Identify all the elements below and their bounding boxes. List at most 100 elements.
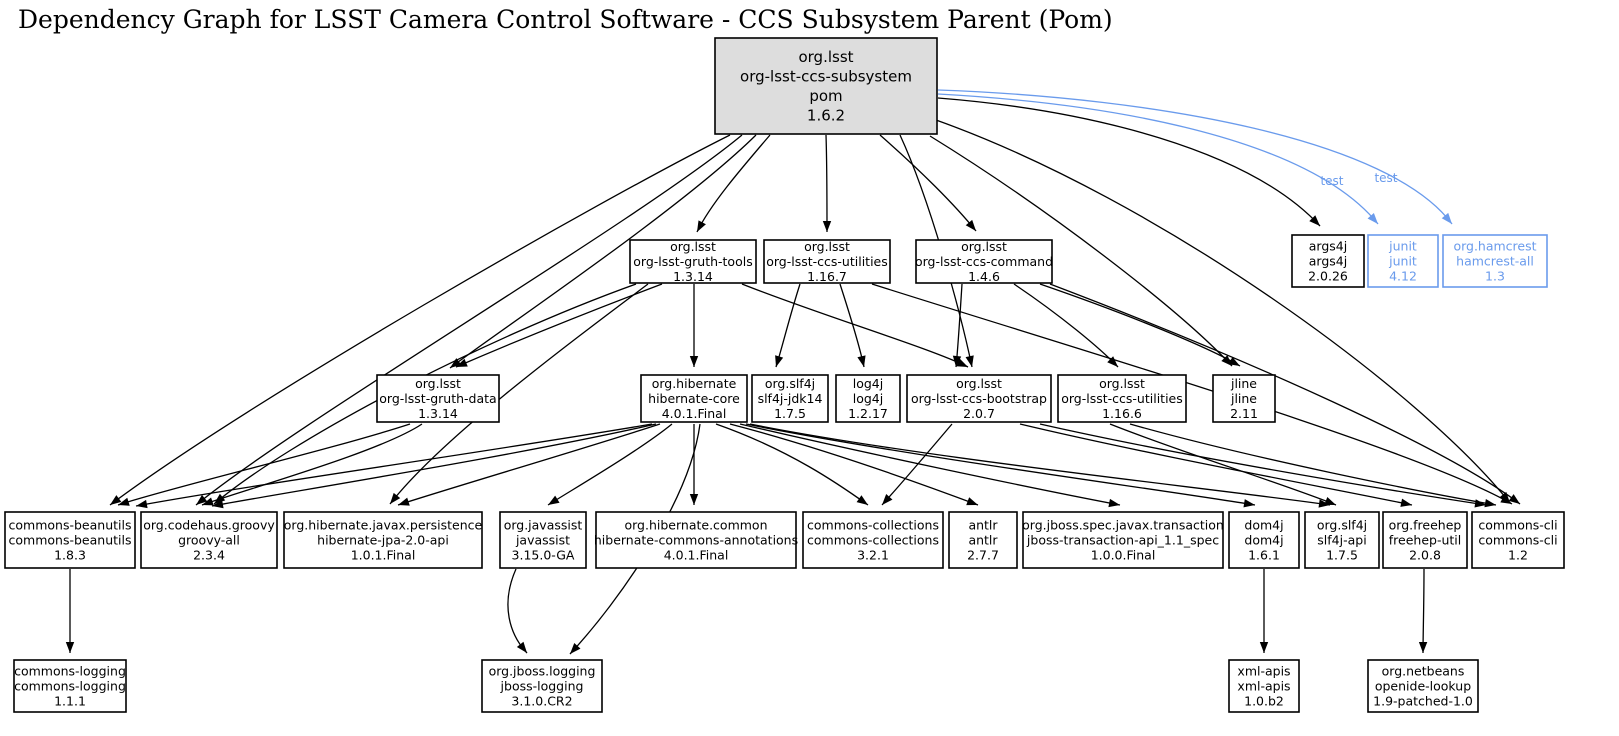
node-box-jboss-transaction[interactable]: [1022, 511, 1224, 569]
node-box-log4j[interactable]: [835, 374, 901, 423]
node-box-hamcrest[interactable]: [1442, 234, 1548, 288]
node-box-ccs-utilities-1167[interactable]: [763, 239, 891, 284]
edge-freehep-util-to-openide-lookup: [1422, 568, 1425, 654]
node-text-line: 1.3.14: [418, 406, 458, 421]
node-jboss-transaction[interactable]: org.jboss.spec.javax.transactionjboss-tr…: [1022, 511, 1224, 569]
edge-ccs-utilities-1167-to-log4j: [839, 283, 865, 368]
node-box-jboss-logging[interactable]: [481, 659, 603, 713]
node-box-freehep-util[interactable]: [1382, 511, 1468, 569]
edge-root-to-jline: [929, 135, 1233, 367]
node-box-slf4j-api[interactable]: [1304, 511, 1380, 569]
edge-label-scope: test: [1374, 171, 1397, 185]
arrowhead-root-to-commons-beanutils: [110, 495, 122, 505]
node-box-ccs-utilities-1166[interactable]: [1057, 374, 1187, 423]
node-commons-collections[interactable]: commons-collectionscommons-collections3.…: [802, 511, 944, 569]
edge-ccs-command-to-jline: [1039, 283, 1241, 367]
arrowhead-root-to-groovy-all: [196, 494, 208, 505]
node-box-gruth-data[interactable]: [376, 374, 500, 423]
page-title: Dependency Graph for LSST Camera Control…: [18, 5, 1113, 34]
node-text-line: args4j: [1309, 254, 1347, 269]
node-box-antlr[interactable]: [948, 511, 1018, 569]
node-hibernate-commons-annotations[interactable]: org.hibernate.commonhibernate-commons-an…: [594, 511, 798, 569]
node-text-line: hibernate-jpa-2.0-api: [317, 533, 449, 548]
node-text-line: xml-apis: [1237, 679, 1290, 694]
node-text-line: 1.0.b2: [1244, 694, 1284, 709]
arrowhead-ccs-utilities-1167-to-log4j: [857, 355, 866, 367]
node-box-commons-collections[interactable]: [802, 511, 944, 569]
node-hibernate-jpa[interactable]: org.hibernate.javax.persistencehibernate…: [283, 511, 483, 569]
node-box-slf4j-jdk14[interactable]: [751, 374, 829, 423]
edge-label-scope: test: [1320, 174, 1343, 188]
node-box-dom4j[interactable]: [1228, 511, 1300, 569]
node-box-xml-apis[interactable]: [1228, 659, 1300, 713]
node-box-javassist[interactable]: [499, 511, 587, 569]
node-text-line: org-lsst-gruth-data: [379, 391, 496, 406]
node-text-line: org-lsst-ccs-bootstrap: [911, 391, 1047, 406]
edge-root-to-ccs-command: [879, 134, 977, 232]
node-box-args4j[interactable]: [1291, 234, 1365, 288]
node-box-commons-logging[interactable]: [13, 659, 127, 713]
node-box-commons-beanutils[interactable]: [4, 511, 136, 569]
node-text-line: 4.0.1.Final: [664, 548, 729, 563]
node-openide-lookup[interactable]: org.netbeansopenide-lookup1.9-patched-1.…: [1367, 659, 1479, 713]
node-text-line: org.jboss.logging: [489, 663, 596, 678]
node-text-line: 1.1.1: [54, 694, 86, 709]
node-box-ccs-bootstrap[interactable]: [906, 374, 1052, 423]
node-box-hibernate-jpa[interactable]: [283, 511, 483, 569]
node-text-line: org.lsst: [798, 48, 853, 66]
node-text-line: 1.6.1: [1248, 548, 1280, 563]
node-text-line: hamcrest-all: [1456, 254, 1534, 269]
node-box-gruth-tools[interactable]: [629, 239, 757, 284]
node-text-line: hibernate-core: [648, 391, 740, 406]
arrowhead-hibernate-core-to-javassist: [548, 495, 560, 505]
node-box-openide-lookup[interactable]: [1367, 659, 1479, 713]
node-text-line: 2.0.8: [1409, 548, 1441, 563]
node-text-line: slf4j-api: [1317, 533, 1366, 548]
node-box-hibernate-commons-annotations[interactable]: [595, 511, 797, 569]
node-box-ccs-command[interactable]: [915, 239, 1053, 284]
node-box-groovy-all[interactable]: [140, 511, 278, 569]
node-text-line: jboss-logging: [500, 679, 584, 694]
arrowhead-ccs-bootstrap-to-freehep-util: [1400, 498, 1412, 507]
edge-labels-layer: test test: [1320, 171, 1397, 188]
node-text-line: 2.3.4: [193, 548, 225, 563]
node-box-hibernate-core[interactable]: [640, 374, 748, 423]
arrowhead-hibernate-core-to-groovy-all: [212, 499, 224, 509]
edge-ccs-utilities-1166-to-slf4j-api: [1109, 423, 1337, 506]
node-text-line: 1.9-patched-1.0: [1373, 694, 1473, 709]
edge-root-to-groovy-all: [195, 134, 743, 506]
node-box-commons-cli[interactable]: [1471, 511, 1565, 569]
node-text-line: 1.2: [1508, 548, 1528, 563]
node-box-root[interactable]: [714, 37, 938, 135]
arrowhead-gruth-tools-to-gruth-data: [456, 358, 468, 367]
edge-ccs-bootstrap-to-freehep-util: [1019, 423, 1413, 506]
node-text-line: groovy-all: [178, 533, 240, 548]
node-box-jline[interactable]: [1212, 374, 1276, 423]
node-box-junit[interactable]: [1367, 234, 1439, 288]
